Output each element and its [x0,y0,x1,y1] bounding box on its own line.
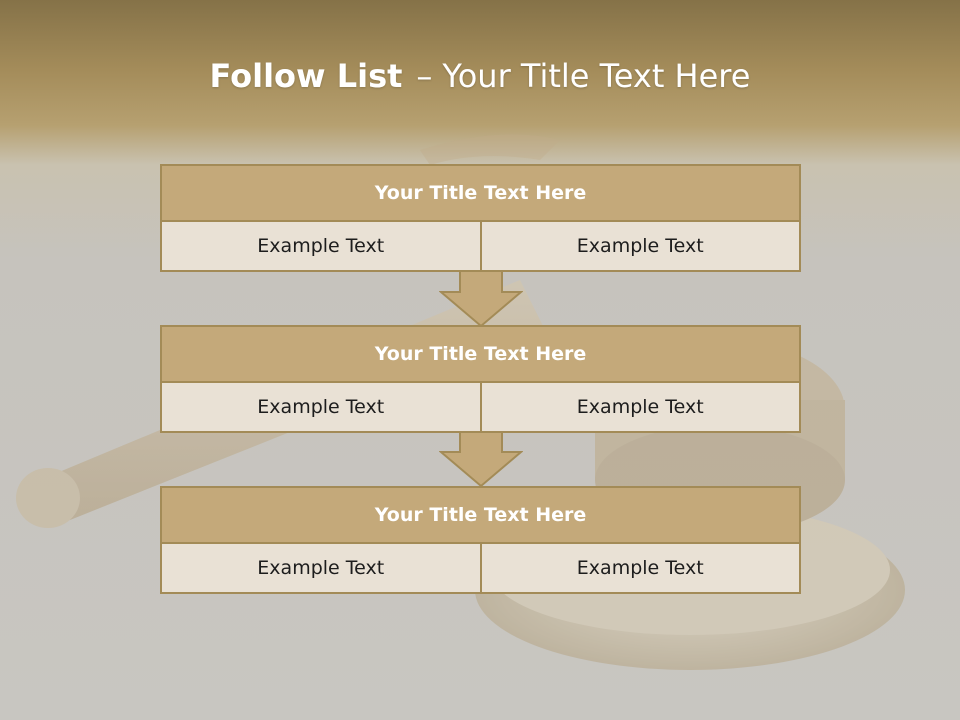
down-arrow-icon [439,430,523,488]
slide-title: Follow List–Your Title Text Here [0,52,960,100]
step-right-text: Example Text [479,383,800,431]
step-right-text: Example Text [479,544,800,592]
step-row: Example Text Example Text [162,383,799,431]
slide-title-bold: Follow List [209,57,403,95]
step-title: Your Title Text Here [162,488,799,544]
step-block-1: Your Title Text Here Example Text Exampl… [160,164,801,272]
step-block-2: Your Title Text Here Example Text Exampl… [160,325,801,433]
step-title: Your Title Text Here [162,327,799,383]
slide-title-rest: Your Title Text Here [442,57,751,95]
step-row: Example Text Example Text [162,544,799,592]
slide-title-dash: – [416,57,433,95]
down-arrow-icon [439,270,523,328]
step-title: Your Title Text Here [162,166,799,222]
step-left-text: Example Text [257,235,385,257]
step-left-text: Example Text [257,396,385,418]
step-left-text: Example Text [257,557,385,579]
step-block-3: Your Title Text Here Example Text Exampl… [160,486,801,594]
step-right-text: Example Text [479,222,800,270]
step-row: Example Text Example Text [162,222,799,270]
